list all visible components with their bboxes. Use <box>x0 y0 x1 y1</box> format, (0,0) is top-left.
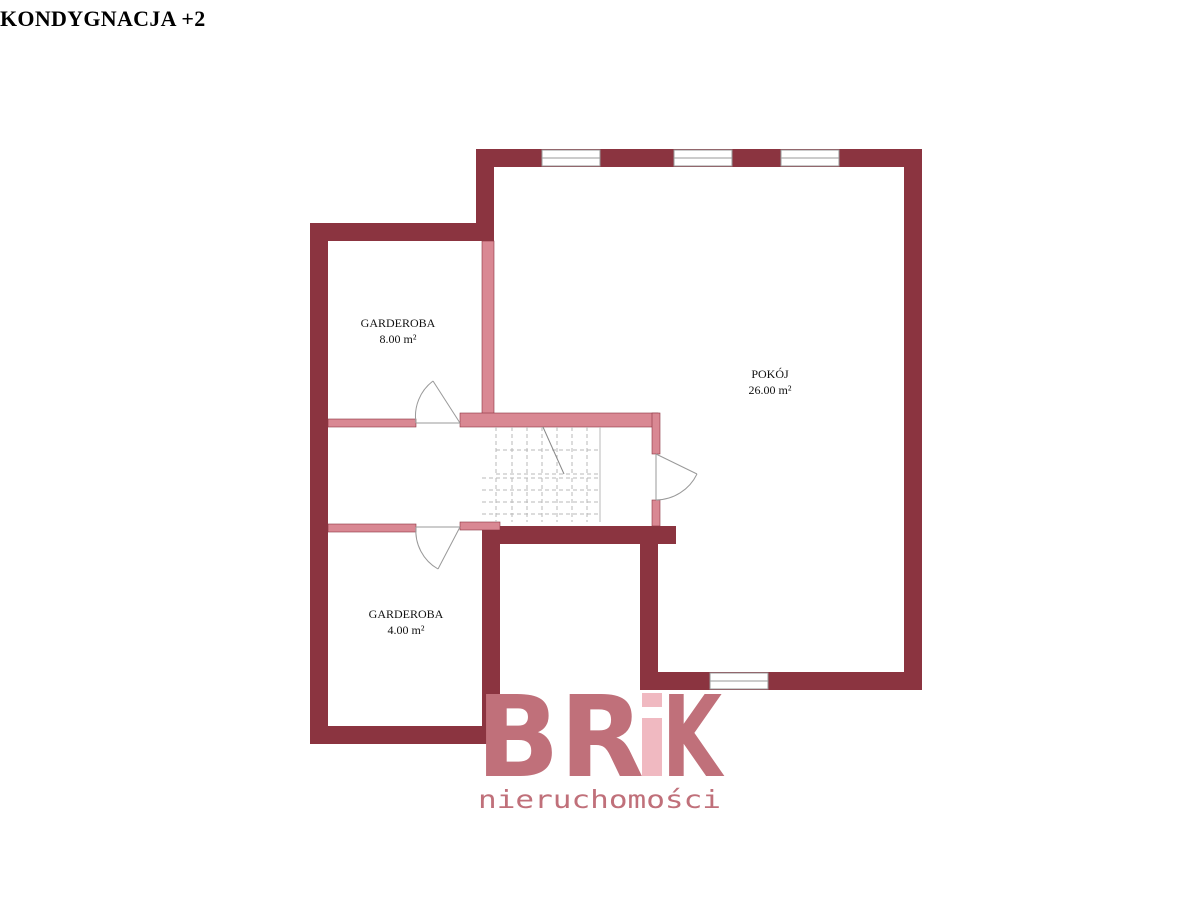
partition-lower-left <box>327 523 417 533</box>
watermark-logo-i-stem <box>642 718 662 776</box>
room-label-garderoba-2-name: GARDEROBA <box>369 607 444 621</box>
partition-vertical <box>481 240 495 422</box>
wall-left-top <box>310 223 494 241</box>
wall-left <box>310 223 328 744</box>
partition-lower-mid <box>459 521 501 531</box>
wall-bottom-left <box>310 726 500 744</box>
door-swing-lower <box>415 526 439 570</box>
brik-watermark: BR K nieruchomości <box>476 673 725 814</box>
partition-upper-mid <box>459 412 659 428</box>
watermark-logo-br: BR <box>476 673 644 803</box>
room-label-garderoba-1-area: 8.00 m² <box>380 332 417 346</box>
room-label-pokoj-area: 26.00 m² <box>749 383 792 397</box>
partition-right <box>651 412 661 455</box>
stair-direction-arrow <box>542 426 565 475</box>
exterior-walls <box>310 149 922 744</box>
partition-right-lower <box>651 499 661 527</box>
partition-upper-left <box>327 418 417 428</box>
watermark-logo-i-dot <box>642 693 662 707</box>
door-leaf-lower <box>437 526 461 570</box>
room-label-garderoba-1-name: GARDEROBA <box>361 316 436 330</box>
watermark-tagline: nieruchomości <box>478 785 721 814</box>
room-label-garderoba-2-area: 4.00 m² <box>388 623 425 637</box>
wall-step-vertical <box>476 149 494 241</box>
partition-walls <box>327 240 661 533</box>
staircase <box>482 427 601 522</box>
room-label-pokoj-name: POKÓJ <box>751 367 789 381</box>
windows <box>541 149 840 690</box>
wall-shaft-top <box>482 526 676 544</box>
wall-shaft-right <box>640 526 658 690</box>
page-title: KONDYGNACJA +2 <box>0 6 206 31</box>
wall-right <box>904 149 922 690</box>
door-leaf-room <box>655 453 698 475</box>
doors <box>414 380 698 570</box>
door-leaf-upper <box>432 380 461 424</box>
watermark-logo-k: K <box>662 673 725 803</box>
wall-lower-middle <box>482 526 500 744</box>
door-swing-upper <box>414 380 434 424</box>
door-swing-room <box>655 473 698 501</box>
